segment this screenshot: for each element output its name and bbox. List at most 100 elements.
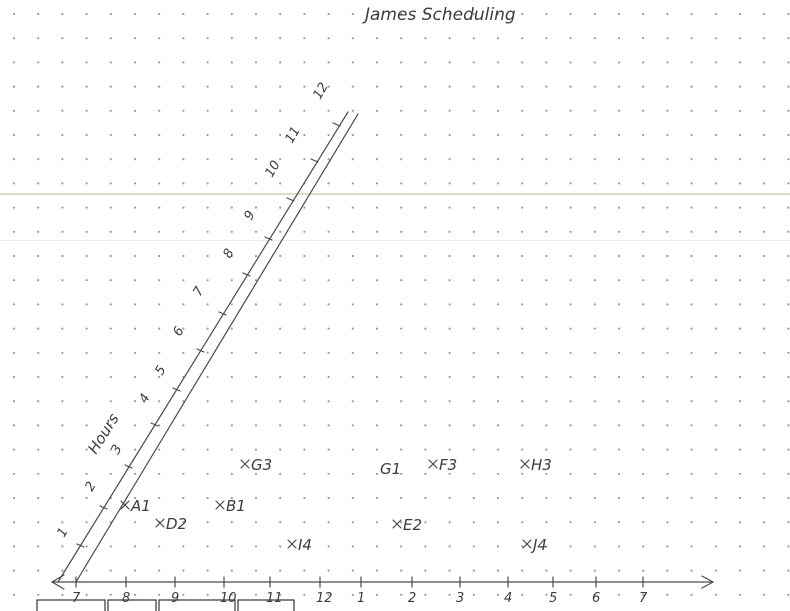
grid-dot	[279, 133, 282, 137]
grid-dot	[424, 424, 427, 427]
hours-tick	[242, 272, 251, 277]
hours-tick	[150, 422, 159, 427]
grid-dot	[37, 158, 40, 161]
grid-dot	[61, 448, 64, 451]
grid-dot	[61, 375, 64, 379]
grid-dot	[12, 327, 16, 330]
hours-tick-label: 5	[152, 363, 169, 378]
hours-axis-outer	[75, 113, 359, 583]
grid-dot	[279, 569, 282, 572]
grid-dot	[593, 279, 596, 282]
grid-dot	[690, 85, 693, 88]
grid-dot	[690, 61, 693, 64]
grid-dot	[569, 303, 572, 306]
grid-dot	[617, 182, 621, 185]
grid-dot	[472, 569, 475, 572]
grid-dot	[230, 569, 233, 572]
grid-dot	[763, 254, 766, 258]
grid-dot	[496, 569, 500, 572]
grid-dot	[738, 448, 742, 451]
grid-dot	[61, 12, 64, 16]
grid-dot	[303, 521, 306, 524]
grid-dot	[424, 37, 427, 40]
grid-dot	[763, 109, 766, 112]
grid-dot	[400, 496, 403, 500]
grid-dot	[351, 424, 354, 427]
grid-dot	[158, 303, 161, 306]
grid-dot	[327, 254, 330, 258]
grid-dot	[617, 496, 621, 500]
grid-dot	[85, 400, 88, 403]
grid-dot	[375, 37, 379, 40]
grid-dot	[763, 521, 766, 524]
grid-dot	[303, 593, 306, 596]
grid-dot	[763, 351, 766, 354]
grid-dot	[617, 303, 621, 306]
grid-dot	[230, 448, 233, 451]
grid-dot	[303, 133, 306, 137]
grid-dot	[158, 496, 161, 500]
grid-dot	[472, 593, 475, 596]
grid-dot	[545, 400, 548, 403]
grid-dot	[85, 85, 88, 88]
grid-dot	[254, 61, 258, 64]
grid-dot	[133, 400, 137, 403]
grid-dot	[642, 206, 645, 209]
grid-dot	[109, 569, 112, 572]
grid-dot	[375, 254, 379, 258]
grid-dot	[545, 158, 548, 161]
grid-dot	[351, 254, 354, 258]
grid-dot	[254, 158, 258, 161]
grid-dot	[303, 448, 306, 451]
grid-dot	[375, 593, 379, 596]
grid-dot	[714, 61, 717, 64]
grid-dot	[787, 133, 790, 137]
grid-dot	[424, 61, 427, 64]
grid-dot	[593, 496, 596, 500]
grid-dot	[61, 327, 64, 330]
hours-tick	[172, 387, 181, 392]
grid-dot	[351, 593, 354, 596]
grid-dot	[327, 109, 330, 112]
grid-dot	[230, 545, 233, 548]
grid-dot	[327, 448, 330, 451]
task-mark-label: D2	[166, 515, 187, 533]
grid-dot	[714, 521, 717, 524]
grid-dot	[569, 593, 572, 596]
grid-dot	[327, 230, 330, 233]
grid-dot	[12, 85, 16, 88]
grid-dot	[85, 375, 88, 379]
grid-dot	[206, 375, 209, 379]
hours-tick-label: 10	[262, 158, 283, 180]
grid-dot	[303, 12, 306, 16]
grid-dot	[617, 545, 621, 548]
grid-dot	[230, 496, 233, 500]
grid-dot	[690, 230, 693, 233]
grid-dot	[666, 472, 669, 475]
grid-dot	[133, 37, 137, 40]
grid-dot	[206, 593, 209, 596]
grid-dot	[230, 424, 233, 427]
grid-dot	[787, 109, 790, 112]
grid-dot	[569, 424, 572, 427]
grid-dot	[690, 593, 693, 596]
grid-dot	[109, 303, 112, 306]
grid-dot	[182, 85, 185, 88]
grid-dot	[642, 230, 645, 233]
grid-dot	[738, 230, 742, 233]
grid-dot	[230, 37, 233, 40]
grid-dot	[666, 424, 669, 427]
grid-dot	[787, 327, 790, 330]
task-mark-label: A1	[130, 497, 151, 515]
grid-dot	[375, 182, 379, 185]
grid-dot	[569, 472, 572, 475]
grid-dot	[12, 230, 16, 233]
grid-dot	[182, 545, 185, 548]
grid-dot	[37, 133, 40, 137]
grid-dot	[400, 521, 403, 524]
grid-dot	[496, 545, 500, 548]
clock-axis-arrow-left	[50, 574, 65, 590]
grid-dot	[424, 545, 427, 548]
grid-dot	[279, 109, 282, 112]
hours-tick	[310, 158, 319, 163]
